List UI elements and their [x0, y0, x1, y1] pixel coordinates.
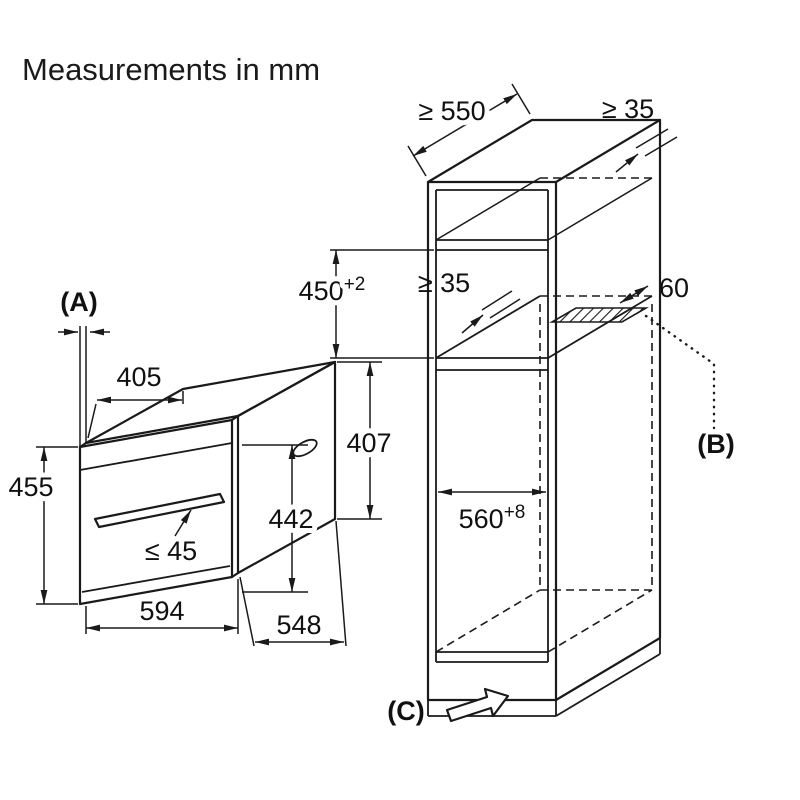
- dim-label-min-niche-depth: ≥ 550: [418, 96, 485, 126]
- dim-oven-front-height: 455: [3, 446, 78, 605]
- dim-label-oven-top-depth: 405: [116, 362, 161, 392]
- dim-rear-vent-gap: ≥ 35: [418, 268, 521, 334]
- oven-handle: [93, 492, 226, 529]
- callout-b: (B): [644, 314, 735, 459]
- dim-cabinet-top-rear-gap: ≥ 35: [602, 94, 678, 173]
- dim-label-oven-front-height: 455: [8, 472, 53, 502]
- dim-label-vent-width: 60: [659, 273, 689, 303]
- dim-vent-width: 60: [619, 273, 689, 304]
- page-title: Measurements in mm: [22, 52, 320, 87]
- insert-direction-arrow: [445, 687, 510, 723]
- callout-b-label: (B): [697, 429, 734, 459]
- callout-c-label: (C): [387, 696, 424, 726]
- oven-drawing: (A) 405 455 442 407 ≤ 45: [3, 287, 397, 647]
- oven-side-grip: [292, 438, 318, 458]
- dim-oven-body-height: 407: [337, 361, 397, 520]
- dim-oven-width: 594: [85, 579, 239, 634]
- dim-label-oven-body-height: 407: [346, 428, 391, 458]
- dim-label-niche-width: 560+8: [459, 502, 526, 534]
- vent-leader-dotted-line: [644, 314, 716, 430]
- dim-label-handle-clearance: ≤ 45: [145, 536, 197, 566]
- callout-c: (C): [387, 687, 510, 726]
- callout-a: (A): [58, 287, 110, 447]
- cabinet-drawing: ≥ 550 ≥ 35 450+2 ≥ 35 60 560+8 (B): [294, 83, 735, 726]
- dim-label-oven-door-height: 442: [268, 504, 313, 534]
- vent-hatch: [549, 307, 649, 323]
- dim-niche-height: 450+2: [294, 249, 434, 359]
- dim-label-niche-height: 450+2: [299, 274, 366, 306]
- cabinet-body: [426, 118, 662, 717]
- dim-niche-width: 560+8: [438, 488, 546, 534]
- dim-oven-handle-clearance: ≤ 45: [145, 509, 197, 566]
- dim-label-oven-width: 594: [139, 596, 184, 626]
- dim-label-top-rear-gap: ≥ 35: [602, 94, 654, 124]
- dim-cabinet-min-depth: ≥ 550: [407, 83, 531, 177]
- dim-oven-door-height: 442: [242, 444, 319, 593]
- dim-label-oven-depth: 548: [276, 610, 321, 640]
- dim-label-rear-vent-gap: ≥ 35: [418, 268, 470, 298]
- callout-a-label: (A): [60, 287, 97, 317]
- dim-oven-depth: 548: [239, 520, 347, 647]
- oven-body: [78, 360, 337, 606]
- dim-oven-top-depth: 405: [87, 362, 184, 439]
